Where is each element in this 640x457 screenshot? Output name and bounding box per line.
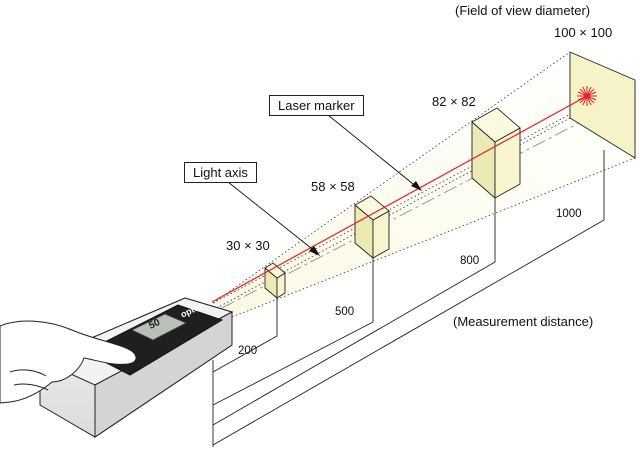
- laser-marker-arrowhead: [411, 181, 422, 191]
- fov-cone: [212, 51, 636, 318]
- distance-1000: 1000: [556, 208, 582, 220]
- thermometer-device: [38, 297, 234, 438]
- distance-200: 200: [238, 345, 258, 357]
- light-axis-callout: Light axis: [184, 162, 257, 183]
- distance-leaders: [212, 150, 605, 447]
- laser-marker-leader: [327, 114, 419, 189]
- light-axis-arrowhead: [309, 246, 320, 256]
- light-axis-line: [221, 109, 605, 309]
- fov-size-82: 82 × 82: [432, 94, 476, 109]
- fov-size-58: 58 × 58: [311, 179, 355, 194]
- distance-500: 500: [335, 306, 355, 318]
- fov-square-30: [264, 262, 286, 299]
- distance-title: (Measurement distance): [453, 314, 594, 329]
- laser-spot-icon: [577, 86, 597, 106]
- distance-800: 800: [460, 255, 480, 267]
- fov-square-58: [354, 195, 390, 259]
- fov-size-100: 100 × 100: [554, 25, 613, 40]
- laser-marker-callout: Laser marker: [269, 95, 364, 116]
- light-axis-leader: [227, 181, 317, 253]
- fov-square-100: [569, 51, 636, 159]
- fov-square-82: [471, 107, 521, 199]
- laser-beam: [211, 95, 588, 303]
- fov-title: (Field of view diameter): [455, 3, 591, 18]
- fov-size-30: 30 × 30: [226, 238, 270, 253]
- hand-illustration: [0, 320, 137, 404]
